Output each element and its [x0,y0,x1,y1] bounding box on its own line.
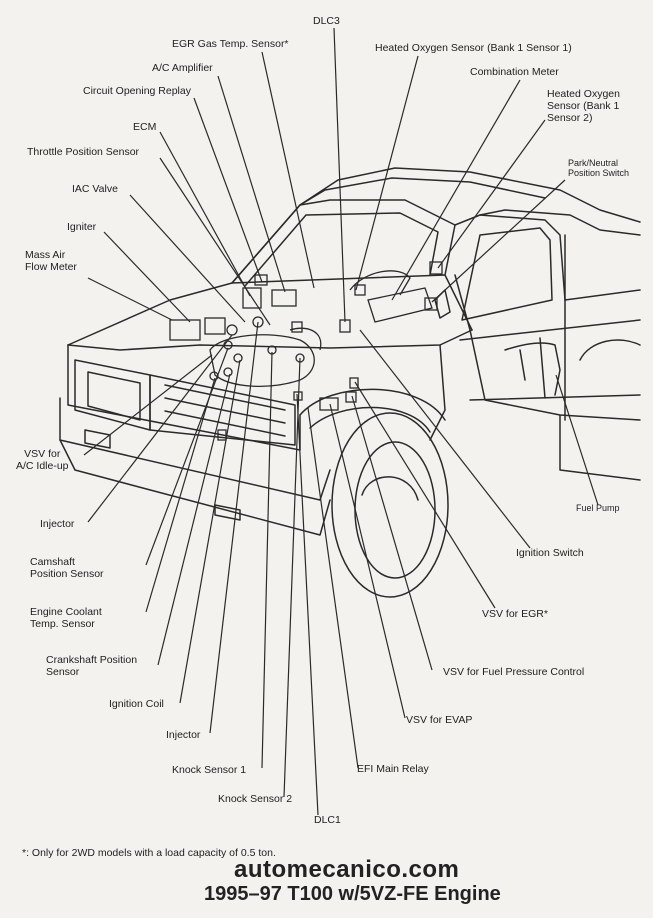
leader-lines [83,27,599,816]
footnote: *: Only for 2WD models with a load capac… [22,847,276,859]
label-ecm: ECM [133,121,157,133]
caption: 1995–97 T100 w/5VZ-FE Engine [204,883,501,905]
label-fuel-pump: Fuel Pump [576,503,620,513]
label-injector-left: Injector [40,518,75,530]
label-heated-oxygen-sensor-s2: Heated Oxygen Sensor (Bank 1 Sensor 2) [547,88,620,124]
label-vsv-egr: VSV for EGR* [482,608,548,620]
label-dlc3: DLC3 [313,15,340,27]
label-vsv-ac-idle-up: VSV for A/C Idle-up [16,448,69,472]
label-camshaft-position-sensor: Camshaft Position Sensor [30,556,104,580]
label-dlc1: DLC1 [314,814,341,826]
label-vsv-fuel-pressure-control: VSV for Fuel Pressure Control [443,666,585,678]
label-ignition-coil: Ignition Coil [109,698,164,710]
label-engine-coolant-temp-sensor: Engine Coolant Temp. Sensor [30,606,102,630]
label-crankshaft-position-sensor: Crankshaft Position Sensor [46,654,138,678]
label-efi-main-relay: EFI Main Relay [357,763,429,775]
watermark: automecanico.com [234,856,460,883]
label-igniter: Igniter [67,221,97,233]
label-iac-valve: IAC Valve [72,183,118,195]
label-injector-bottom: Injector [166,729,201,741]
label-combination-meter: Combination Meter [470,66,559,78]
label-mass-air-flow-meter: Mass Air Flow Meter [25,249,77,273]
engine-components [169,261,443,441]
label-heated-oxygen-sensor-s1: Heated Oxygen Sensor (Bank 1 Sensor 1) [375,42,572,54]
label-circuit-opening-relay: Circuit Opening Replay [83,85,191,97]
label-knock-sensor-2: Knock Sensor 2 [218,793,293,805]
label-ignition-switch: Ignition Switch [516,547,584,559]
truck-outline [59,167,641,598]
label-ac-amplifier: A/C Amplifier [152,62,213,74]
label-vsv-evap: VSV for EVAP [406,714,473,726]
label-knock-sensor-1: Knock Sensor 1 [172,764,247,776]
label-egr-gas-temp-sensor: EGR Gas Temp. Sensor* [172,38,289,50]
label-throttle-position-sensor: Throttle Position Sensor [27,146,140,158]
label-park-neutral-position-switch: Park/Neutral Position Switch [568,158,630,178]
